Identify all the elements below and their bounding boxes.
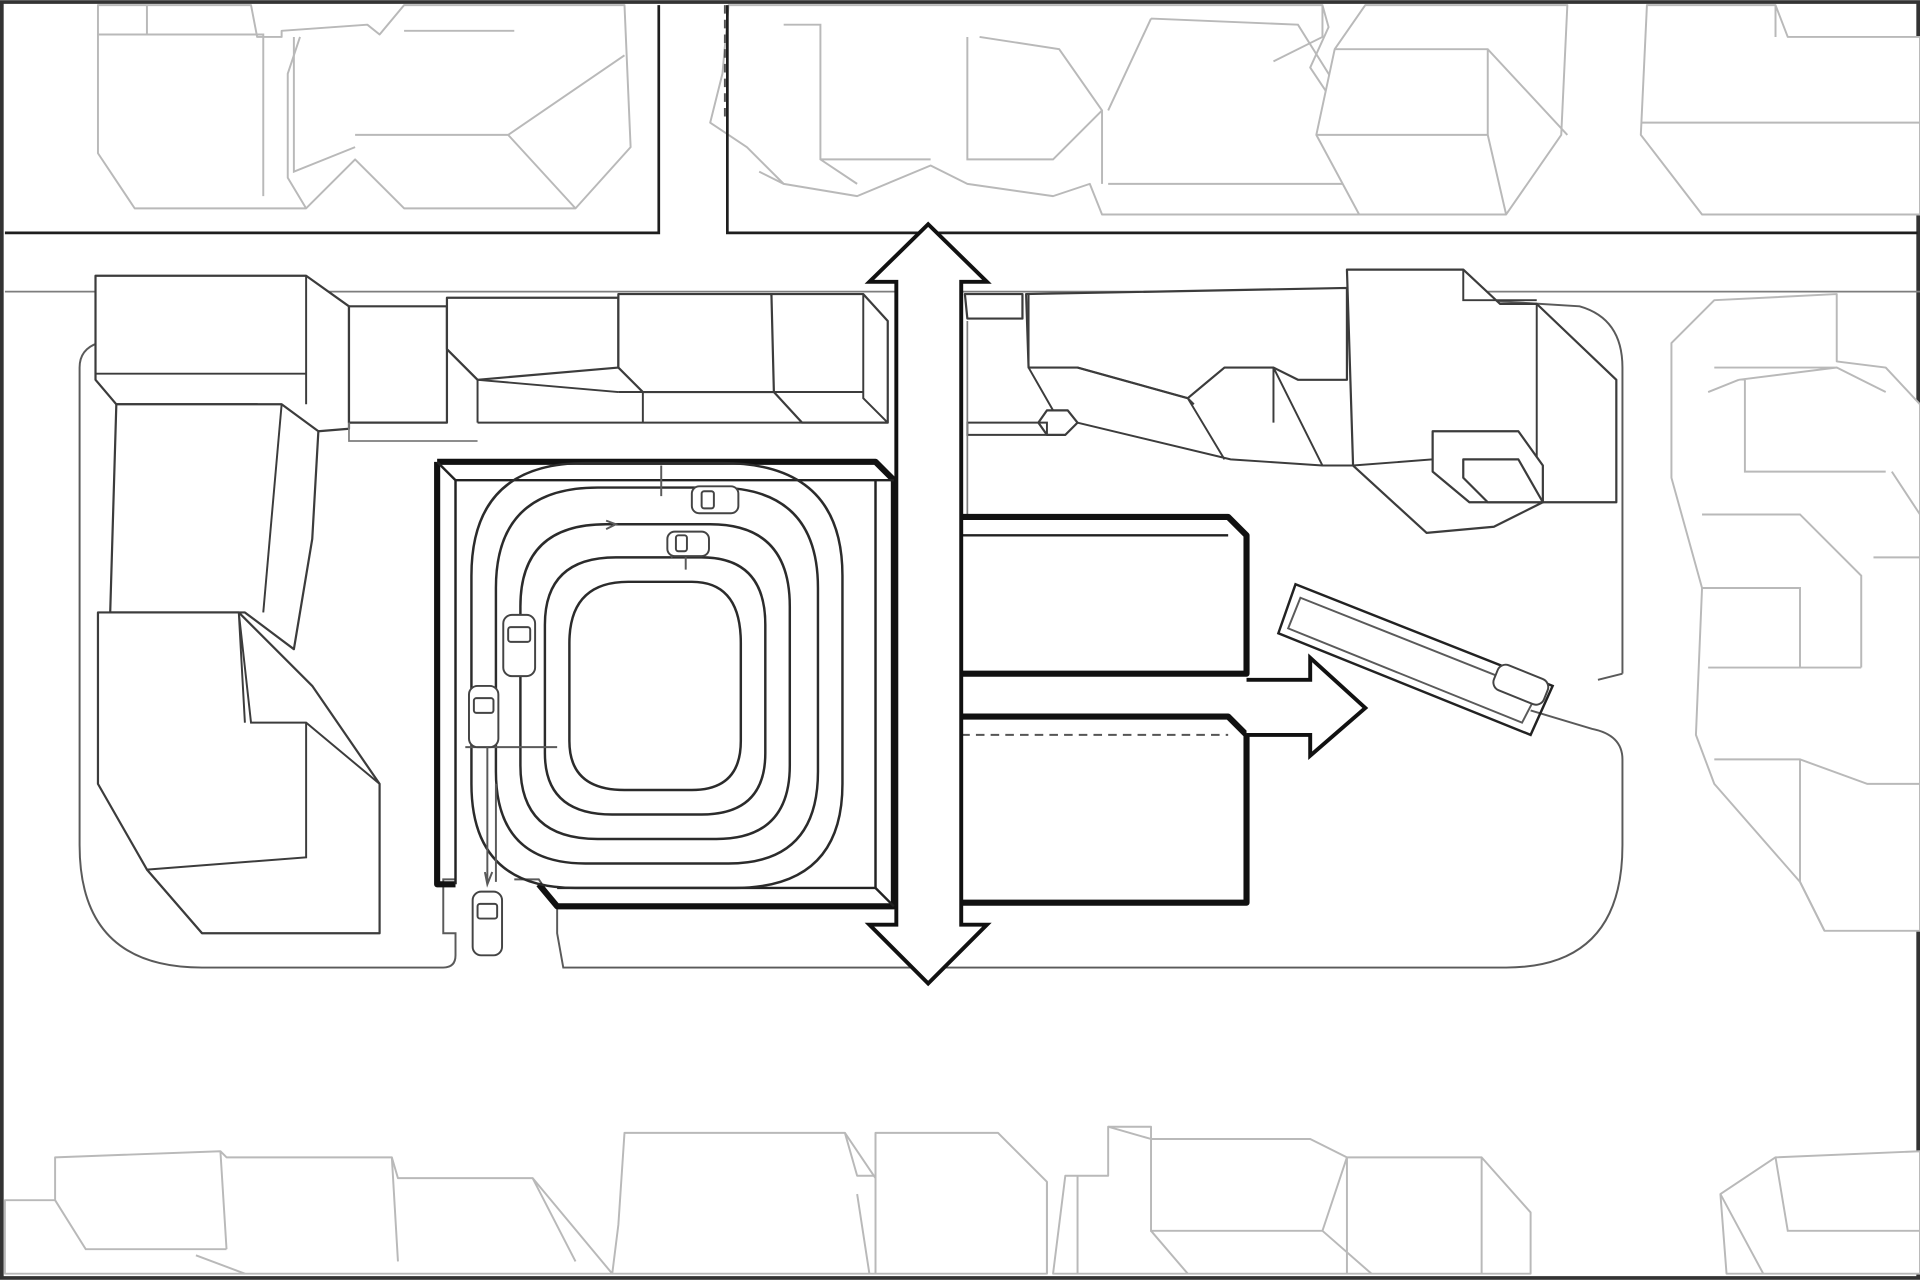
context-block-top-center [709,4,1361,216]
context-block-top-right [1315,4,1920,216]
road-lines [4,5,1920,293]
context-block-right [1670,293,1920,932]
context-block-top-left [96,4,632,210]
existing-buildings-left [94,274,889,935]
car-icon [666,530,710,558]
car-icon [502,613,537,678]
car-icon [471,890,504,957]
double-arrow-icon [864,221,992,987]
existing-buildings-right [963,268,1618,534]
context-block-bottom [3,1125,1920,1275]
angled-building [1276,582,1555,737]
right-arrow-icon [1246,653,1369,761]
car-icon [468,684,500,749]
proposed-building-north [939,513,1250,677]
car-icon [1492,663,1550,706]
parking-structure [434,458,897,957]
proposed-building-south [939,713,1250,906]
car-icon [690,485,740,515]
